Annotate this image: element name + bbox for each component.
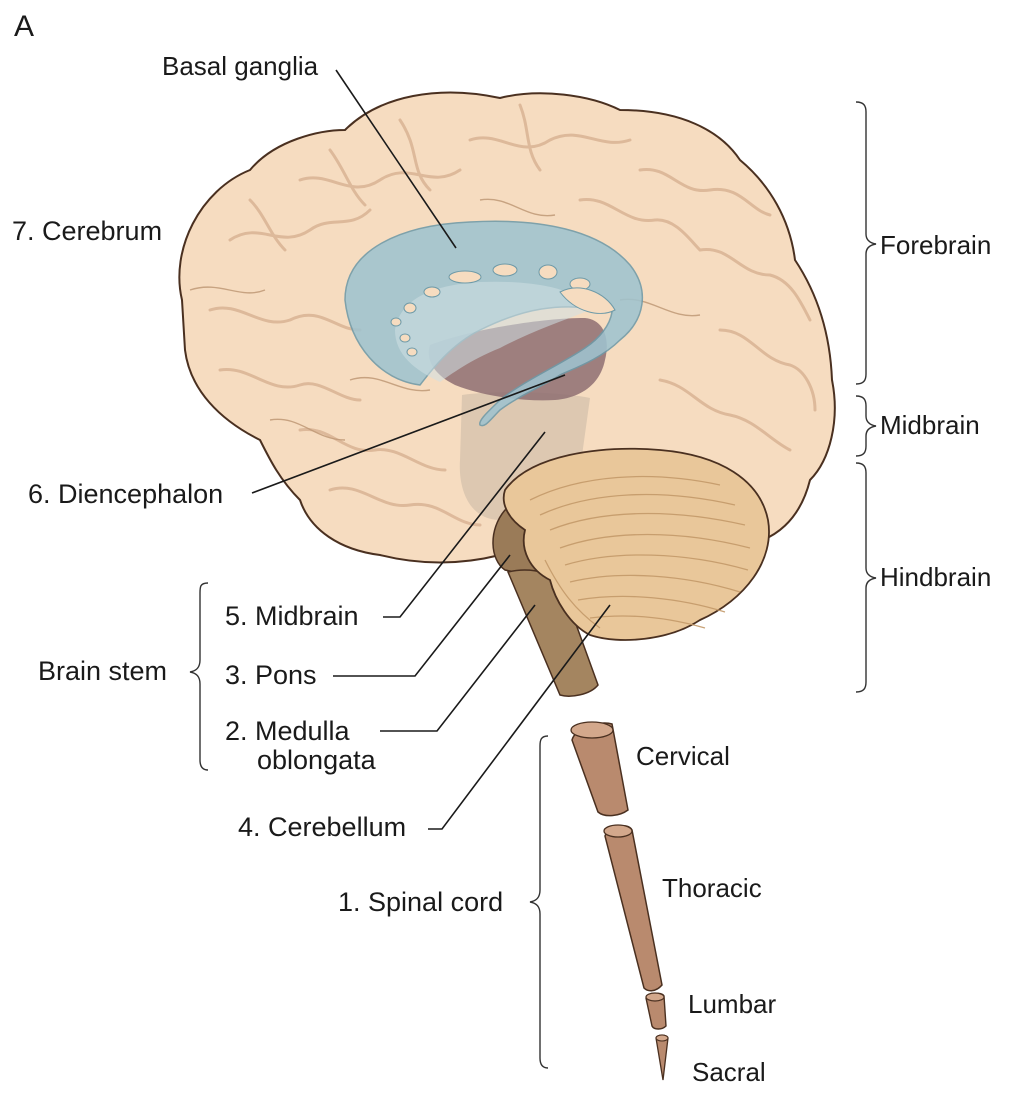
label-midbrain-division: Midbrain [880,410,980,440]
leader-lines [251,69,611,830]
label-hindbrain: Hindbrain [880,562,991,592]
label-diencephalon: 6. Diencephalon [28,479,223,509]
brace-midbrain [855,395,877,457]
label-brain-stem: Brain stem [38,656,167,686]
brace-forebrain [855,101,877,385]
spinal-cord [570,721,669,1081]
label-spinal-cord: 1. Spinal cord [338,887,503,917]
spinal-segment-thoracic [604,824,663,992]
label-midbrain-numbered: 5. Midbrain [225,601,359,631]
label-lumbar: Lumbar [688,989,776,1019]
label-medulla-line2: oblongata [257,745,377,775]
panel-letter: A [14,10,34,43]
basal-ganglia [344,220,644,427]
label-cerebrum: 7. Cerebrum [12,216,162,246]
spinal-segment-sacral [655,1034,669,1081]
cerebellum [502,447,770,641]
label-medulla-line1: 2. Medulla [225,716,351,746]
label-cervical: Cervical [636,741,730,771]
label-pons: 3. Pons [225,660,317,690]
label-basal-ganglia: Basal ganglia [162,51,319,81]
label-cerebellum: 4. Cerebellum [238,812,406,842]
brace-brain-stem [189,582,209,771]
brace-hindbrain [855,462,877,693]
label-sacral: Sacral [692,1057,766,1087]
label-forebrain: Forebrain [880,230,991,260]
label-thoracic: Thoracic [662,873,762,903]
brace-spinal-cord [529,735,549,1069]
